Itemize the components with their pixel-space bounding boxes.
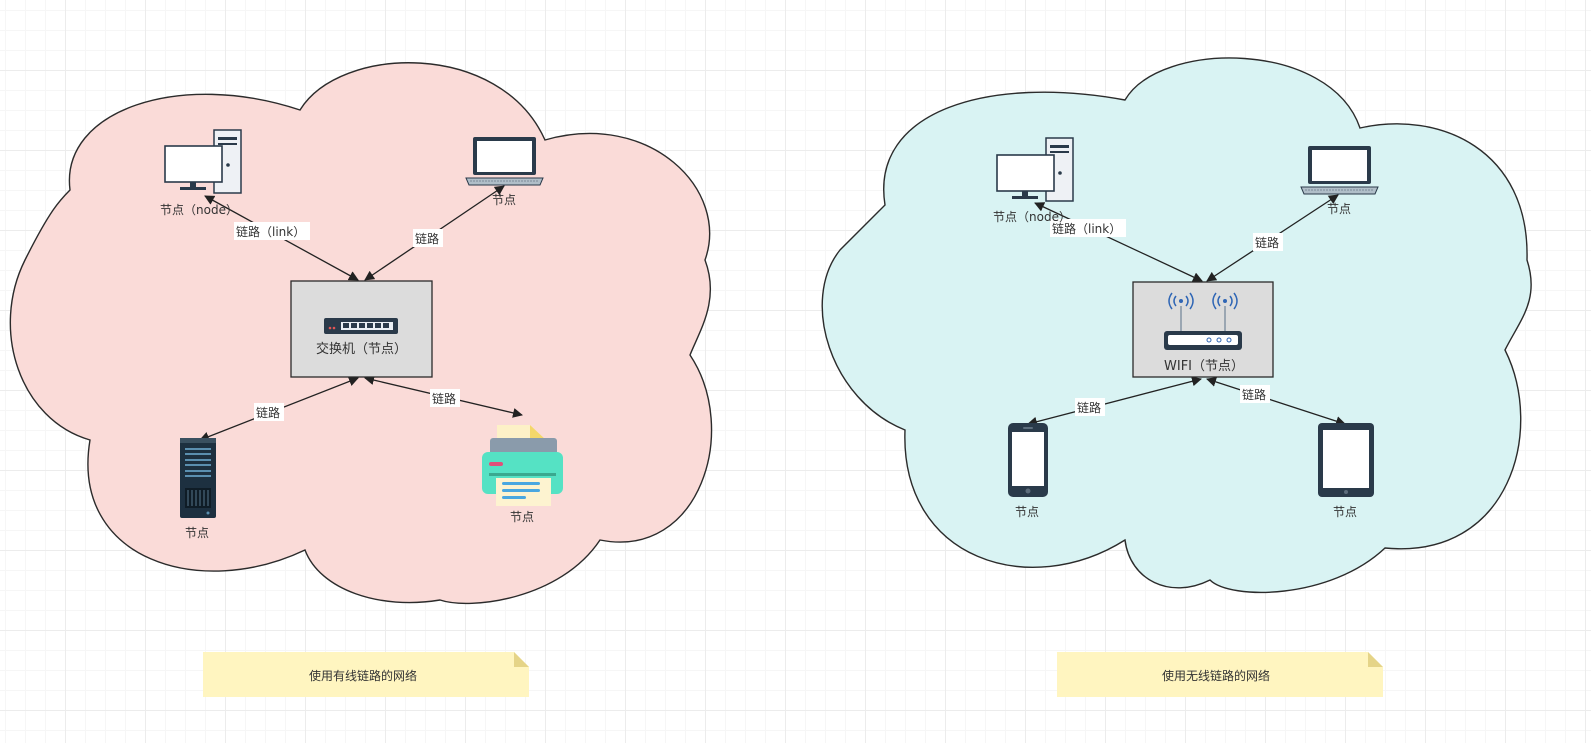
link-label-phone-wireless: 链路 <box>1075 398 1105 416</box>
wifi-router-icon <box>1164 292 1242 350</box>
link-label-pc-wireless: 链路（link） <box>1050 219 1126 237</box>
desktop-pc-icon[interactable] <box>164 129 242 194</box>
svg-text:链路（link）: 链路（link） <box>1052 221 1121 236</box>
wifi-node[interactable]: WIFI（节点） <box>1132 281 1274 378</box>
link-label-laptop-wireless: 链路 <box>1253 233 1283 251</box>
smartphone-icon[interactable] <box>1008 423 1048 497</box>
svg-text:链路（link）: 链路（link） <box>236 224 305 239</box>
link-wifi-phone <box>1027 376 1202 427</box>
switch-label: 交换机（节点） <box>316 341 407 357</box>
link-label-laptop: 链路 <box>413 229 443 247</box>
server-label: 节点 <box>185 526 209 540</box>
link-label-printer: 链路 <box>430 389 460 407</box>
svg-text:链路: 链路 <box>1077 400 1101 415</box>
switch-node[interactable]: 交换机（节点） <box>290 280 433 378</box>
laptop-label-wireless: 节点 <box>1327 202 1351 216</box>
printer-label: 节点 <box>510 510 534 524</box>
printer-icon[interactable] <box>482 425 563 506</box>
link-wifi-pc <box>1034 202 1203 282</box>
svg-text:链路: 链路 <box>432 391 456 406</box>
phone-label: 节点 <box>1015 505 1039 519</box>
tablet-label: 节点 <box>1333 505 1357 519</box>
link-label-tablet-wireless: 链路 <box>1240 385 1270 403</box>
server-icon[interactable] <box>180 438 216 518</box>
pc-label: 节点（node） <box>160 203 238 217</box>
laptop-label: 节点 <box>492 193 516 207</box>
link-label-server: 链路 <box>254 403 284 421</box>
svg-text:链路: 链路 <box>256 405 280 420</box>
wifi-label: WIFI（节点） <box>1164 359 1244 374</box>
svg-text:链路: 链路 <box>415 231 439 246</box>
svg-text:链路: 链路 <box>1242 387 1266 402</box>
link-label-pc: 链路（link） <box>234 222 310 240</box>
laptop-icon-wireless[interactable] <box>1300 146 1379 195</box>
desktop-pc-icon-wireless[interactable] <box>996 137 1074 202</box>
pc-label-wireless: 节点（node） <box>993 210 1071 224</box>
note-wireless: 使用无线链路的网络 <box>1057 652 1383 697</box>
note-wired: 使用有线链路的网络 <box>203 652 529 697</box>
laptop-icon[interactable] <box>465 137 544 186</box>
wired-network: 链路（link） 链路 链路 链路 节点（node） <box>9 62 713 605</box>
note-wireless-text: 使用无线链路的网络 <box>1162 668 1270 683</box>
switch-icon <box>324 318 398 334</box>
wireless-network: 链路（link） 链路 链路 链路 节点（node） <box>821 57 1532 594</box>
link-wifi-tablet <box>1206 377 1346 426</box>
svg-text:链路: 链路 <box>1255 235 1279 250</box>
note-wired-text: 使用有线链路的网络 <box>309 668 417 683</box>
tablet-icon[interactable] <box>1318 423 1374 497</box>
